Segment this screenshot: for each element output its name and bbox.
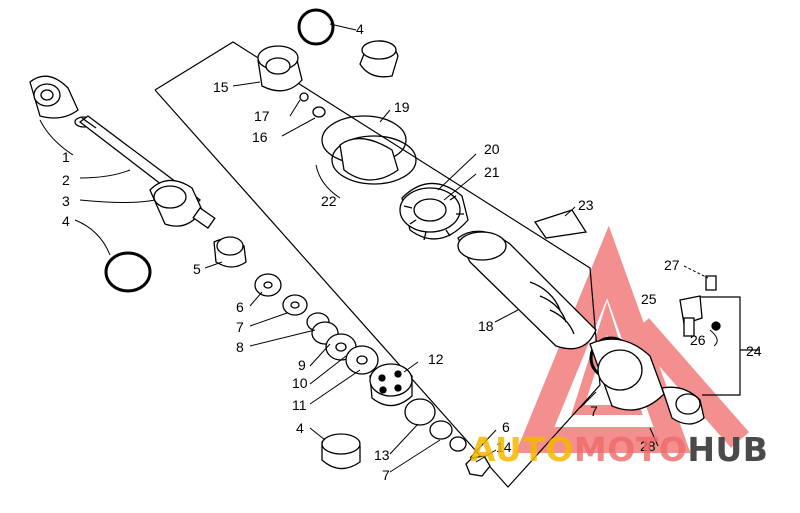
part-shock-body	[457, 230, 597, 350]
callout-24: 24	[746, 343, 762, 359]
callout-3: 3	[62, 193, 70, 209]
part-piston	[369, 363, 413, 407]
part-spring-collar	[399, 182, 469, 241]
callout-17: 17	[254, 108, 270, 124]
callout-12: 12	[428, 351, 444, 367]
part-lower-washers	[404, 398, 491, 477]
callout-4-left: 4	[62, 213, 70, 229]
part-piston-rings	[321, 115, 417, 185]
callout-7-left: 7	[236, 319, 244, 335]
callout-19: 19	[394, 99, 410, 115]
assembly-frame	[154, 41, 601, 488]
part-reservoir-cap	[257, 45, 303, 92]
part-oring-top	[297, 8, 335, 46]
callout-27: 27	[664, 257, 680, 273]
part-oring-left	[104, 251, 152, 293]
watermark-text-auto: AUTO	[470, 430, 574, 469]
callout-11: 11	[292, 397, 307, 413]
part-valve	[312, 106, 326, 118]
callout-22: 22	[321, 193, 337, 209]
callout-28: 28	[640, 438, 656, 454]
part-fitting	[679, 275, 721, 337]
part-ring-bottom	[321, 433, 361, 470]
part-small-oring	[299, 92, 309, 102]
watermark-text-hub: HUB	[687, 430, 769, 469]
leader-lines	[39, 23, 718, 473]
callout-7-right: 7	[590, 403, 598, 419]
callout-9: 9	[298, 357, 306, 373]
bracket-24	[700, 296, 741, 396]
callout-10: 10	[292, 375, 308, 391]
callout-14: 14	[496, 439, 512, 455]
callout-1: 1	[62, 149, 70, 165]
callout-13: 13	[374, 447, 390, 463]
watermark-text: AUTOMOTOHUB	[470, 430, 800, 470]
callout-4-top: 4	[356, 21, 364, 37]
callout-6-right: 6	[502, 419, 510, 435]
callout-7-bottom: 7	[382, 467, 390, 483]
callout-4-bottom: 4	[296, 420, 304, 436]
part-eye-mount	[29, 75, 94, 128]
callout-20: 20	[484, 141, 500, 157]
part-shim	[533, 209, 588, 239]
callout-21: 21	[484, 164, 500, 180]
callout-2: 2	[62, 172, 70, 188]
part-lower-mount	[589, 338, 705, 425]
callout-labels: 1 2 3 4 4 4 5 6 6 7 7 7 8 9 10 11 12 13 …	[62, 21, 762, 483]
part-seal-head	[149, 179, 216, 229]
part-ring-top	[359, 40, 399, 78]
callout-23: 23	[578, 197, 594, 213]
callout-15: 15	[213, 79, 229, 95]
callout-26: 26	[690, 332, 706, 348]
callout-8: 8	[236, 339, 244, 355]
callout-16: 16	[252, 129, 268, 145]
callout-6-left: 6	[236, 299, 244, 315]
callout-5: 5	[193, 261, 201, 277]
watermark-text-moto: MOTO	[573, 430, 688, 469]
part-washer-stack	[213, 236, 379, 375]
watermark-right-stroke	[630, 318, 750, 448]
callout-18: 18	[478, 318, 494, 334]
callout-25: 25	[641, 291, 657, 307]
part-nut	[465, 455, 491, 477]
